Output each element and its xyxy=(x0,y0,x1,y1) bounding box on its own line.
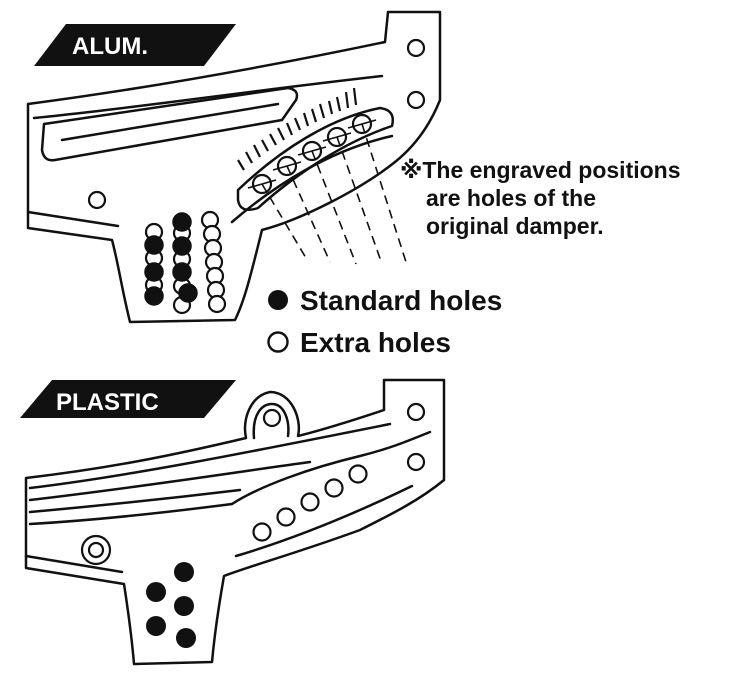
plastic-rib-lower xyxy=(28,488,242,514)
engraving-note: ※The engraved positions are holes of the… xyxy=(400,157,681,239)
mount-hole xyxy=(406,38,426,58)
alum-tag-text: ALUM. xyxy=(72,33,148,60)
engraved-tick-marks xyxy=(237,87,358,171)
mount-hole xyxy=(406,452,426,472)
extra-hole xyxy=(252,522,272,542)
alum-mount-holes xyxy=(87,38,426,210)
alum-stay-outline xyxy=(26,10,442,324)
alum-standard-holes xyxy=(144,212,198,306)
legend-standard-label: Standard holes xyxy=(300,285,502,316)
standard-hole xyxy=(174,596,194,616)
alum-tag: ALUM. xyxy=(34,24,236,66)
extra-hole xyxy=(207,294,227,314)
alum-long-slot xyxy=(40,86,299,162)
alum-arm-rib xyxy=(32,74,384,120)
mount-hole xyxy=(87,190,107,210)
engraved-holes xyxy=(251,113,373,195)
legend-extra-label: Extra holes xyxy=(300,327,451,358)
mount-hole xyxy=(87,541,105,559)
alum-arc-slot xyxy=(236,106,394,211)
alum-tag-shape xyxy=(34,24,236,66)
standard-hole xyxy=(146,616,166,636)
mount-hole xyxy=(262,408,282,428)
projection-lines xyxy=(261,123,407,265)
standard-hole xyxy=(144,235,164,255)
plastic-mount-holes xyxy=(80,402,426,566)
standard-hole xyxy=(176,628,196,648)
legend-standard-icon xyxy=(268,290,288,310)
standard-hole xyxy=(144,286,164,306)
plastic-tag-shape xyxy=(20,380,236,418)
plastic-extra-holes xyxy=(252,464,368,542)
plastic-stay-outline xyxy=(24,378,446,666)
legend: Standard holes Extra holes xyxy=(267,285,502,358)
plastic-rib-mid xyxy=(28,460,312,502)
standard-hole xyxy=(172,262,192,282)
extra-hole xyxy=(276,507,296,527)
extra-hole xyxy=(348,464,368,484)
plastic-tag-text: PLASTIC xyxy=(56,389,159,416)
standard-hole xyxy=(174,562,194,582)
plastic-stay xyxy=(24,378,446,666)
note-line-1: ※The engraved positions xyxy=(400,157,681,183)
standard-hole xyxy=(172,212,192,232)
mount-hole xyxy=(406,90,426,110)
legend-extra-icon xyxy=(267,331,289,353)
note-line-2: are holes of the xyxy=(426,185,596,211)
alum-stay xyxy=(26,10,442,324)
standard-hole xyxy=(146,582,166,602)
extra-hole xyxy=(300,492,320,512)
mount-hole xyxy=(406,402,426,422)
plastic-tag: PLASTIC xyxy=(20,380,236,418)
note-line-3: original damper. xyxy=(426,213,604,239)
extra-hole xyxy=(324,478,344,498)
standard-hole xyxy=(144,262,164,282)
standard-hole xyxy=(178,283,198,303)
plastic-rib-upper xyxy=(28,422,392,490)
standard-hole xyxy=(172,236,192,256)
plastic-standard-holes xyxy=(146,562,196,648)
